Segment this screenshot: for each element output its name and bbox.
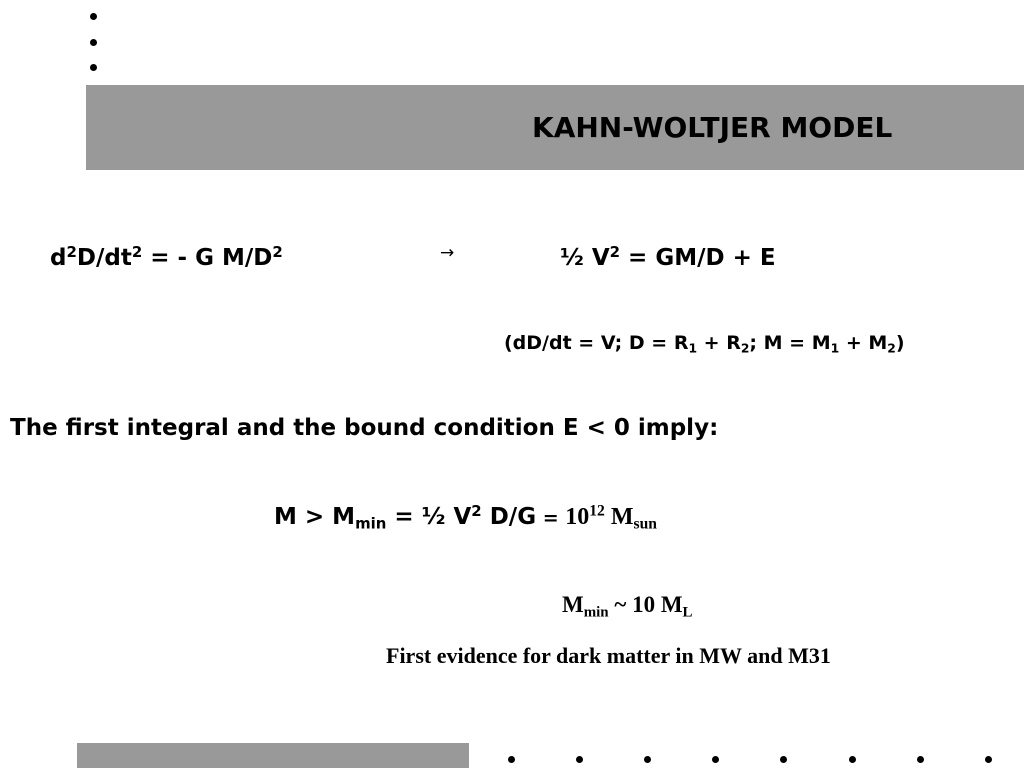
conclusion-text: First evidence for dark matter in MW and… [386, 643, 831, 668]
energy-integral: ½ V2 = GM/D + E [560, 242, 776, 271]
slide-title: KAHN-WOLTJER MODEL [532, 111, 893, 144]
title-band [86, 85, 1024, 170]
footer-band [77, 743, 469, 768]
bullet-dot [780, 756, 787, 763]
implies-arrow-icon: → [440, 243, 455, 263]
mass-equation: M > Mmin = ½ V2 D/G = 1012 Msun [274, 501, 657, 533]
bullet-dot [576, 756, 583, 763]
bound-condition-statement: The first integral and the bound conditi… [10, 415, 719, 441]
bullet-dot [917, 756, 924, 763]
mass-to-light-ratio: Mmin ~ 10 ML [562, 592, 693, 621]
bullet-dot [985, 756, 992, 763]
bullet-dot [644, 756, 651, 763]
bullet-dot [712, 756, 719, 763]
bullet-dot [90, 64, 97, 71]
equation-of-motion: d2D/dt2 = - G M/D2 [50, 242, 283, 271]
definitions-line: (dD/dt = V; D = R1 + R2; M = M1 + M2) [504, 332, 905, 356]
bullet-dot [849, 756, 856, 763]
bullet-dot [508, 756, 515, 763]
bullet-dot [90, 39, 97, 46]
bullet-dot [90, 13, 97, 20]
